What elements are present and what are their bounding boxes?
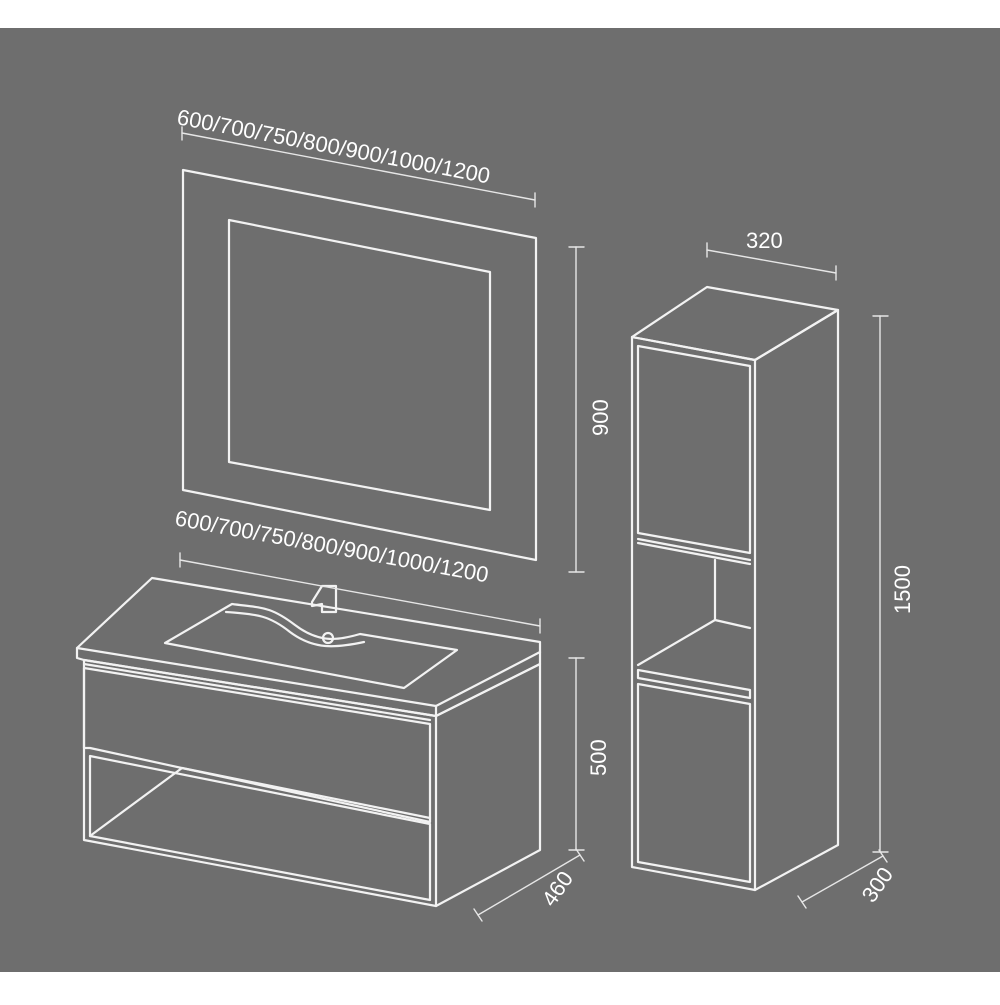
- mirror-glass: [227, 218, 492, 512]
- vanity-height-dimension: 500: [568, 657, 611, 851]
- vanity-height-label: 500: [586, 739, 611, 776]
- vanity-unit: [75, 576, 542, 908]
- mirror: [181, 168, 538, 562]
- vanity-cabinet-side: [434, 662, 542, 908]
- tall-cabinet: [630, 285, 840, 892]
- tall-cabinet-width-label: 320: [746, 228, 783, 253]
- drain-icon: [321, 631, 335, 645]
- tall-cabinet-height-label: 1500: [890, 565, 915, 614]
- vanity-open-shelf: [88, 754, 432, 902]
- tall-cabinet-lower-door: [636, 682, 752, 884]
- basin: [163, 602, 459, 690]
- tall-cabinet-width-dimension: 320: [706, 228, 837, 281]
- vanity-drawer: [82, 666, 432, 824]
- tall-cabinet-upper-door: [636, 344, 752, 555]
- mirror-height-label: 900: [588, 399, 613, 436]
- mirror-height-dimension: 900: [568, 246, 613, 573]
- tall-cabinet-side: [753, 308, 840, 892]
- tall-cabinet-height-dimension: 1500: [872, 315, 915, 853]
- mirror-outer-frame: [181, 168, 538, 562]
- background-panel: [0, 28, 1000, 972]
- tall-cabinet-shelf: [636, 668, 752, 700]
